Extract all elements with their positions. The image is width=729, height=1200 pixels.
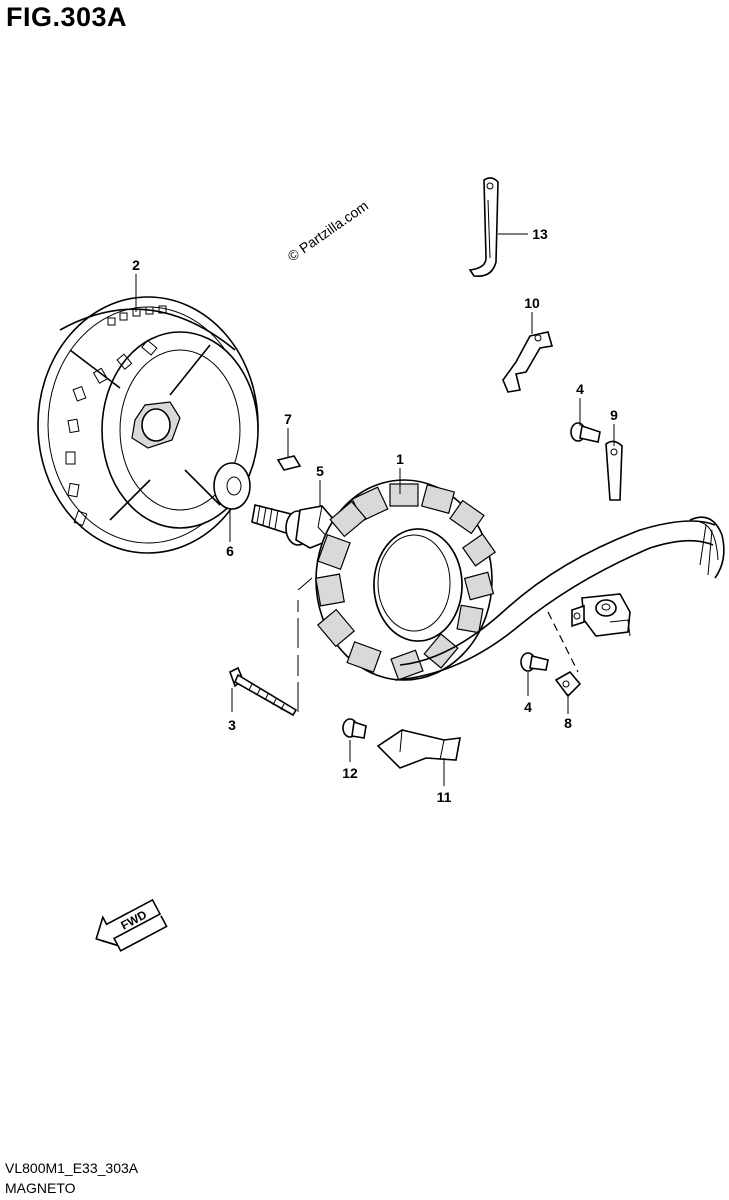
callout-4-lower: 4 xyxy=(524,699,532,715)
callout-3: 3 xyxy=(228,717,236,733)
callout-8: 8 xyxy=(564,715,572,731)
part-13-band[interactable] xyxy=(468,177,499,278)
figure-code: VL800M1_E33_303A xyxy=(5,1160,139,1176)
part-10-clamp[interactable] xyxy=(502,331,554,393)
part-11-guide[interactable] xyxy=(376,729,461,769)
callout-11: 11 xyxy=(437,789,452,805)
leader-lines xyxy=(135,233,615,786)
callout-9: 9 xyxy=(610,407,618,423)
pickup-coil[interactable] xyxy=(571,593,631,637)
callout-10: 10 xyxy=(524,295,540,311)
part-3-screw[interactable] xyxy=(229,666,298,717)
callout-7: 7 xyxy=(284,411,292,427)
callout-2: 2 xyxy=(132,257,140,273)
callout-12: 12 xyxy=(342,765,358,781)
part-4-screw-top[interactable] xyxy=(570,422,601,443)
watermark-text: © Partzilla.com xyxy=(285,197,371,264)
part-1-stator[interactable] xyxy=(315,479,496,681)
part-5-bolt[interactable] xyxy=(251,504,335,549)
part-7-key[interactable] xyxy=(276,455,302,471)
callout-1: 1 xyxy=(396,451,404,467)
callout-4-top: 4 xyxy=(576,381,584,397)
part-4-screw-lower[interactable] xyxy=(520,652,549,672)
part-2-rotor[interactable] xyxy=(37,296,259,554)
callout-5: 5 xyxy=(316,463,324,479)
callout-13: 13 xyxy=(532,226,548,242)
figure-title: FIG.303A xyxy=(6,2,128,32)
part-9-clamp[interactable] xyxy=(605,440,623,501)
callout-6: 6 xyxy=(226,543,234,559)
stator-wire-harness[interactable] xyxy=(394,516,725,681)
part-8-clamp[interactable] xyxy=(554,670,582,698)
fwd-arrow: FWD xyxy=(95,898,168,952)
figure-name: MAGNETO xyxy=(5,1180,76,1196)
part-6-washer[interactable] xyxy=(213,462,251,510)
part-12-bolt[interactable] xyxy=(342,718,367,739)
